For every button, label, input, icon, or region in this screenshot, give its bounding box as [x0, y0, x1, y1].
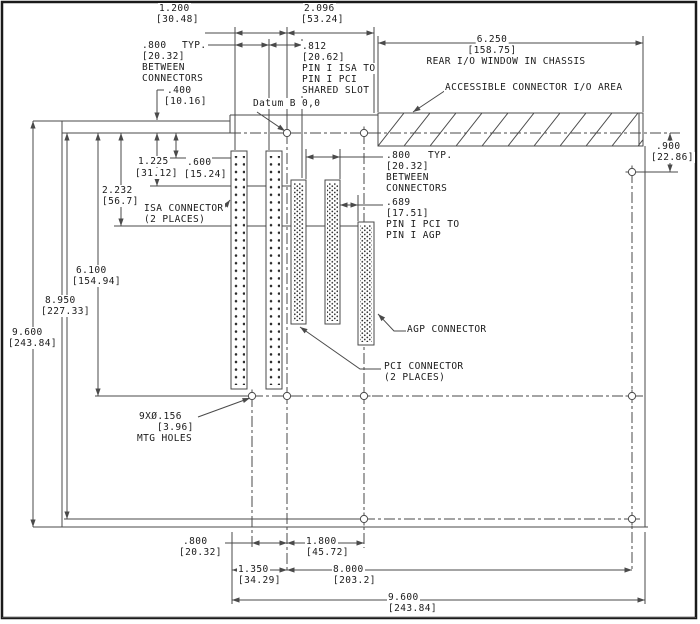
- dim-812-note2: PIN I PCI: [301, 74, 359, 85]
- dim-6100-in: 6.100: [75, 265, 108, 276]
- dim-1800-mm: [45.72]: [305, 547, 350, 558]
- dim-8950-in: 8.950: [44, 295, 77, 306]
- dim-9600B-mm: [243.84]: [387, 603, 438, 614]
- dim-8000-in: 8.000: [332, 564, 365, 575]
- mtg-holes-label-mm: [3.96]: [156, 422, 195, 433]
- dim-1225-mm: [31.12]: [134, 168, 179, 179]
- dim-1200-mm: [30.48]: [155, 14, 200, 25]
- mtg-holes-label-text: MTG HOLES: [136, 433, 194, 444]
- dim-800mid-note1: BETWEEN: [385, 172, 430, 183]
- dim-900-mm: [22.86]: [650, 152, 695, 163]
- io-area-label: ACCESSIBLE CONNECTOR I/O AREA: [444, 82, 624, 93]
- dim-8000-mm: [203.2]: [332, 575, 377, 586]
- rear-io-window-hatch: [377, 112, 644, 147]
- agp-connector: [357, 221, 375, 346]
- dim-400-in: .400: [166, 85, 193, 96]
- dim-689-note2: PIN I AGP: [385, 230, 443, 241]
- dim-800mid-typ: TYP.: [427, 150, 454, 161]
- isa-connector-1: [230, 150, 248, 390]
- dim-800mid-note2: CONNECTORS: [385, 183, 449, 194]
- pci-connector-label: PCI CONNECTOR: [383, 361, 465, 372]
- pci-connector-label-2: (2 PLACES): [383, 372, 447, 383]
- dim-812-mm: [20.62]: [301, 52, 346, 63]
- dim-9600B-in: 9.600: [387, 592, 420, 603]
- dim-1350-in: 1.350: [237, 564, 270, 575]
- dim-2096-mm: [53.24]: [300, 14, 345, 25]
- dim-9600L-in: 9.600: [11, 327, 44, 338]
- dim-600-mm: [15.24]: [183, 169, 228, 180]
- dim-689-mm: [17.51]: [385, 208, 430, 219]
- dim-800top-mm: [20.32]: [141, 51, 186, 62]
- dim-800mid-in: .800: [385, 150, 412, 161]
- agp-connector-label: AGP CONNECTOR: [406, 324, 488, 335]
- dim-812-in: .812: [301, 41, 328, 52]
- dim-6250-in: 6.250: [475, 34, 509, 45]
- dim-9600L-mm: [243.84]: [7, 338, 58, 349]
- dim-800top-note1: BETWEEN: [141, 62, 186, 73]
- extension-lines: [62, 27, 678, 604]
- isa-connector-label: ISA CONNECTOR: [143, 203, 225, 214]
- dim-800b-mm: [20.32]: [178, 547, 223, 558]
- dim-1200-in: 1.200: [158, 3, 191, 14]
- dim-800top-note2: CONNECTORS: [141, 73, 205, 84]
- dim-2096-in: 2.096: [303, 3, 336, 14]
- dim-6250-mm: [158.75]: [466, 45, 518, 56]
- centerlines: [230, 132, 680, 572]
- dim-800b-in: .800: [182, 536, 209, 547]
- dim-812-note3: SHARED SLOT: [301, 85, 371, 96]
- dim-689-note1: PIN I PCI TO: [385, 219, 461, 230]
- isa-connector-2: [265, 150, 283, 390]
- dim-800top-typ: TYP.: [181, 40, 208, 51]
- dim-1225-in: 1.225: [137, 156, 170, 167]
- dim-6100-mm: [154.94]: [71, 276, 122, 287]
- dim-1350-mm: [34.29]: [237, 575, 282, 586]
- mtg-holes-label-qty: 9XØ.156: [138, 411, 183, 422]
- dim-2232-in: 2.232: [101, 185, 134, 196]
- board-outline: [33, 114, 648, 528]
- dim-2232-mm: [56.7]: [101, 196, 140, 207]
- dim-400-mm: [10.16]: [163, 96, 208, 107]
- dim-1800-in: 1.800: [305, 536, 338, 547]
- datum-label: Datum B 0,0: [252, 98, 322, 109]
- isa-connector-label-2: (2 PLACES): [143, 214, 207, 225]
- pci-connector-1: [290, 179, 307, 325]
- dim-8950-mm: [227.33]: [40, 306, 91, 317]
- dim-6250-note: REAR I/O WINDOW IN CHASSIS: [425, 56, 587, 67]
- dim-900-in: .900: [655, 141, 682, 152]
- dim-812-note1: PIN I ISA TO: [301, 63, 377, 74]
- dim-800mid-mm: [20.32]: [385, 161, 430, 172]
- pci-connector-2: [324, 179, 341, 325]
- dim-600-in: .600: [186, 157, 213, 168]
- dim-689-in: .689: [385, 197, 412, 208]
- dim-800top-in: .800: [141, 40, 168, 51]
